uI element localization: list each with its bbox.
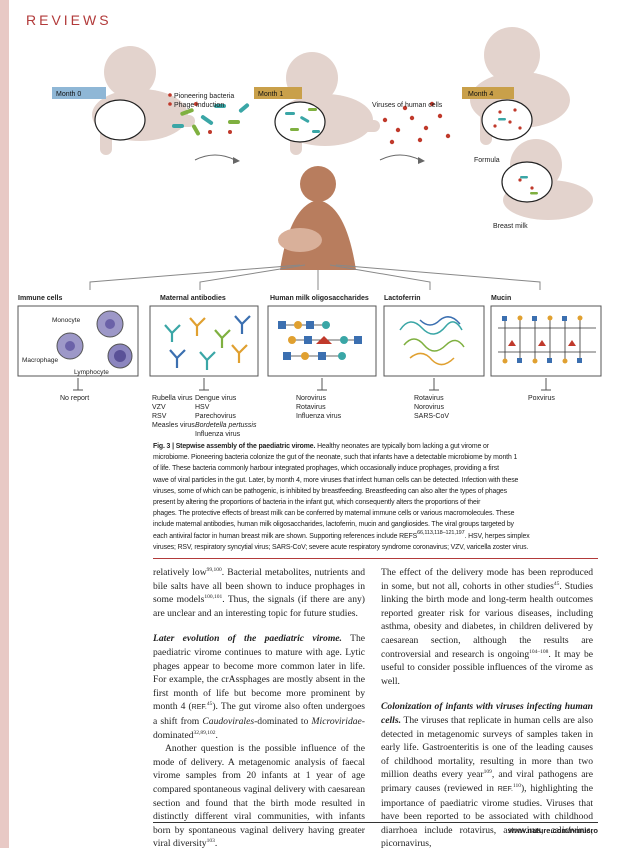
section-header: REVIEWS [26,12,112,28]
factor-label-immune-cells: Immune cells [18,295,62,302]
factor-label-lactoferrin: Lactoferrin [384,295,421,302]
caption-line-3: of life. These bacteria commonly harbour… [153,465,499,473]
caption-line-7: phages. The protective effects of breast… [153,510,515,518]
right-para-2: Colonization of infants with viruses inf… [381,701,593,850]
caption-line-2: microbiome. Pioneering bacteria colonize… [153,454,518,462]
inhibition-markers [73,378,551,391]
caption-line-6: present by altering the proportions of b… [153,499,481,507]
lactoferrin-structure [399,316,465,366]
svg-text:Dengue virus: Dengue virus [195,395,237,402]
factor-connectors [89,264,541,290]
caption-refs: 66,113,118–121,197 [417,529,465,536]
human-virus-cluster [382,101,451,145]
footer-rule [153,822,598,823]
month4-badge [462,87,514,99]
caption-line-9-tail: . HSV, herpes simplex [464,532,530,540]
figure-caption: Fig. 3 | Stepwise assembly of the paedia… [153,441,598,553]
gut-month4-formula [481,99,533,141]
right-para-1: The effect of the delivery mode has been… [381,567,593,687]
svg-text:Influenza virus: Influenza virus [195,431,241,438]
lymphocyte-label: Lymphocyte [74,369,109,376]
svg-text:Norovirus: Norovirus [296,395,326,402]
caption-label: Fig. 3 | [153,443,174,450]
month1-badge [254,87,302,99]
page-edge-band [0,0,9,848]
timeline-arrows [194,154,421,161]
hmo-illustrations [278,321,362,360]
box-maternal-antibodies [149,305,259,377]
svg-text:Rubella virus: Rubella virus [152,395,193,402]
right-subheading: Colonization of infants with viruses inf… [381,701,593,726]
caption-line-5: viruses, some of which can be pathogenic… [153,487,507,495]
month1-label: Month 1 [258,91,283,98]
svg-text:Parechovirus: Parechovirus [195,413,236,420]
gut-month4-breastmilk [501,161,553,203]
gut-month0 [94,99,146,141]
gut-month1-bacteria [285,108,320,133]
svg-text:Rotavirus: Rotavirus [414,395,444,402]
legend-phage-induction: Phage induction [174,102,224,109]
antibody-illustrations [164,315,251,370]
formula-label: Formula [474,157,500,164]
pioneering-bacteria-cluster [172,102,250,136]
breast-milk-label: Breast milk [493,223,528,230]
svg-text:Bordetella pertussis: Bordetella pertussis [195,422,257,429]
human-viruses-label: Viruses of human cells [372,102,443,109]
antibody-virus-list: Rubella virus VZV RSV Measles virus Deng… [152,395,257,438]
macrophage-label: Macrophage [22,357,59,364]
month0-label: Month 0 [56,91,81,98]
legend-pioneering-bacteria: Pioneering bacteria [174,93,234,100]
gut-month4-viruses [493,108,534,190]
monocyte-label: Monocyte [52,317,81,324]
mother-illustration [280,166,356,270]
right-column: The effect of the delivery mode has been… [381,566,593,851]
immune-cells-virus: No report [60,395,89,402]
svg-text:HSV: HSV [195,404,210,411]
mucin-virus: Poxvirus [528,395,555,402]
caption-line-4: wave of viral particles in the gut. Late… [153,476,519,484]
factor-label-hmo: Human milk oligosaccharides [270,295,369,302]
left-column: relatively low99,100. Bacterial metaboli… [153,566,365,851]
factor-label-mucin: Mucin [491,295,511,302]
left-subheading: Later evolution of the paediatric virome… [153,633,342,645]
caption-line-8: include maternal antibodies, human milk … [153,521,514,529]
box-mucin [490,305,602,377]
svg-text:VZV: VZV [152,404,166,411]
svg-text:Measles virus: Measles virus [152,422,195,429]
left-para-2: Later evolution of the paediatric virome… [153,633,366,741]
caption-line-10: viruses; RSV, respiratory syncytial viru… [153,543,529,551]
hmo-virus-list: Norovirus Rotavirus Influenza virus [296,395,342,420]
month0-badge [52,87,106,99]
left-para-1: relatively low99,100. Bacterial metaboli… [153,567,365,619]
caption-rule [153,558,598,559]
box-lactoferrin [383,305,485,377]
mucin-illustration [498,318,596,362]
svg-text:Norovirus: Norovirus [414,404,444,411]
lactoferrin-virus-list: Rotavirus Norovirus SARS-CoV [414,395,449,420]
footer-url[interactable]: www.nature.com/nrmicro [508,826,598,835]
svg-text:SARS-CoV: SARS-CoV [414,413,449,420]
svg-text:Influenza virus: Influenza virus [296,413,342,420]
caption-line-9: each antiviral factor in human breast mi… [153,532,418,540]
svg-text:Rotavirus: Rotavirus [296,404,326,411]
baby-month0-illustration [92,46,195,155]
factor-label-maternal-antibodies: Maternal antibodies [160,295,226,302]
figure-3: Month 0 Month 1 Month 4 Pioneering bacte… [17,27,602,438]
caption-line-1: Healthy neonates are typically born lack… [317,443,489,450]
gut-month1 [274,101,326,143]
svg-text:RSV: RSV [152,413,167,420]
caption-title: Stepwise assembly of the paediatric viro… [175,443,316,450]
month4-label: Month 4 [468,91,493,98]
left-para-3: Another question is the possible influen… [153,743,365,850]
